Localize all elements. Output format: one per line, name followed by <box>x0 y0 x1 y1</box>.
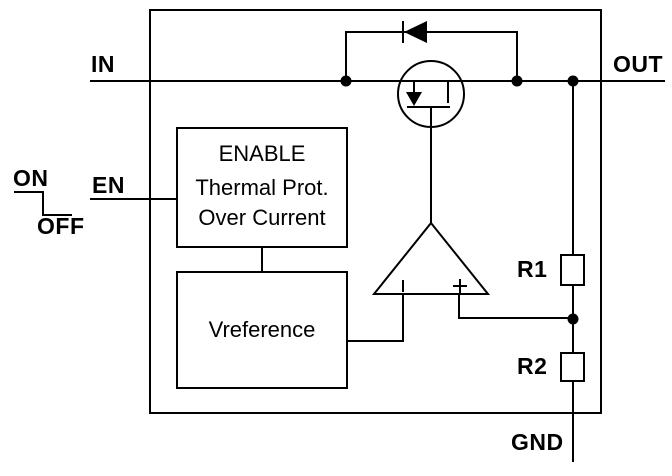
r2-label: R2 <box>517 353 548 379</box>
enable-waveform-icon <box>14 191 72 216</box>
junction-dot <box>511 75 523 87</box>
error-amplifier-icon <box>371 221 491 295</box>
in-pin-label: IN <box>91 51 115 77</box>
over-current-label: Over Current <box>198 205 326 230</box>
en-pin-label: EN <box>92 172 125 198</box>
enable-block: ENABLE Thermal Prot. Over Current <box>176 127 348 248</box>
ic-outline-box <box>149 9 602 414</box>
off-state-label: OFF <box>37 213 85 239</box>
vreference-block: Vreference <box>176 271 348 389</box>
diode-branch-wire <box>345 31 518 81</box>
thermal-protection-label: Thermal Prot. <box>195 175 329 200</box>
r1-label: R1 <box>517 256 548 282</box>
junction-dot <box>340 75 352 87</box>
output-junction-dot <box>567 75 579 87</box>
reverse-diode-icon <box>402 21 427 43</box>
feedback-junction-dot <box>567 313 579 325</box>
r2-resistor-symbol <box>560 352 585 382</box>
out-pin-label: OUT <box>613 51 664 77</box>
enable-block-title: ENABLE <box>218 141 306 166</box>
vref-to-inverting-input-wire <box>347 294 404 342</box>
vreference-label: Vreference <box>208 317 316 342</box>
gnd-pin-label: GND <box>511 429 564 455</box>
r1-resistor-symbol <box>560 254 585 286</box>
feedback-to-noninverting-input-wire <box>458 294 573 319</box>
on-state-label: ON <box>13 165 49 191</box>
